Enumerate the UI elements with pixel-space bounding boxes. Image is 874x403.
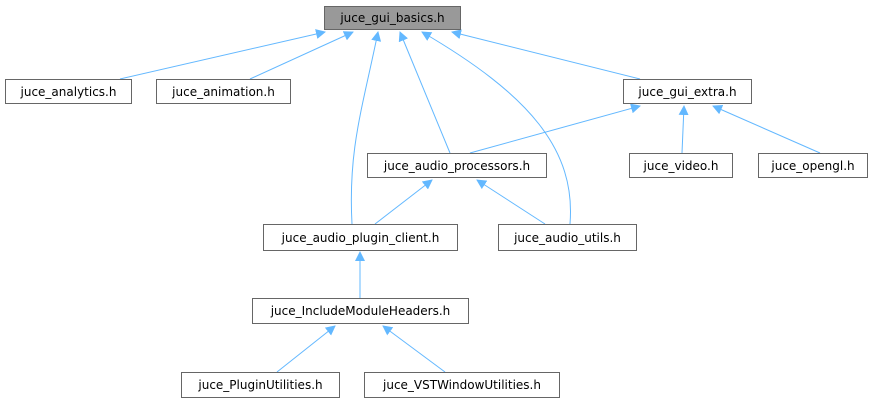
node-vst-window-utilities[interactable]: juce_VSTWindowUtilities.h bbox=[364, 372, 560, 398]
edge-plugin_client-to-gui_basics bbox=[350, 31, 382, 225]
node-audio-processors[interactable]: juce_audio_processors.h bbox=[367, 153, 547, 178]
node-audio-plugin-client[interactable]: juce_audio_plugin_client.h bbox=[263, 224, 458, 251]
node-include-module-headers[interactable]: juce_IncludeModuleHeaders.h bbox=[252, 298, 469, 324]
node-plugin-utilities[interactable]: juce_PluginUtilities.h bbox=[181, 372, 340, 398]
edge-opengl-to-gui_extra bbox=[712, 105, 821, 154]
node-analytics[interactable]: juce_analytics.h bbox=[5, 79, 132, 104]
edge-audio_processors-to-gui_basics bbox=[398, 31, 451, 154]
node-video[interactable]: juce_video.h bbox=[629, 153, 733, 178]
edge-plugin_client-to-audio_processors bbox=[374, 179, 433, 225]
edge-plugin_utilities-to-include_module_headers bbox=[276, 325, 336, 373]
edge-analytics-to-gui_basics bbox=[119, 29, 326, 80]
edge-vst_window_utilities-to-include_module_headers bbox=[382, 325, 446, 373]
node-opengl[interactable]: juce_opengl.h bbox=[758, 153, 868, 178]
node-gui-extra[interactable]: juce_gui_extra.h bbox=[623, 79, 752, 104]
edge-audio_utils-to-audio_processors bbox=[476, 179, 546, 225]
edge-audio_processors-to-gui_extra bbox=[469, 103, 641, 154]
node-gui-basics[interactable]: juce_gui_basics.h bbox=[324, 6, 461, 30]
node-audio-utils[interactable]: juce_audio_utils.h bbox=[498, 224, 637, 251]
node-animation[interactable]: juce_animation.h bbox=[156, 79, 291, 104]
edge-video-to-gui_extra bbox=[678, 105, 689, 154]
edge-animation-to-gui_basics bbox=[249, 31, 354, 80]
edge-gui_extra-to-gui_basics bbox=[451, 29, 641, 80]
edge-audio_utils-to-gui_basics bbox=[421, 31, 572, 225]
